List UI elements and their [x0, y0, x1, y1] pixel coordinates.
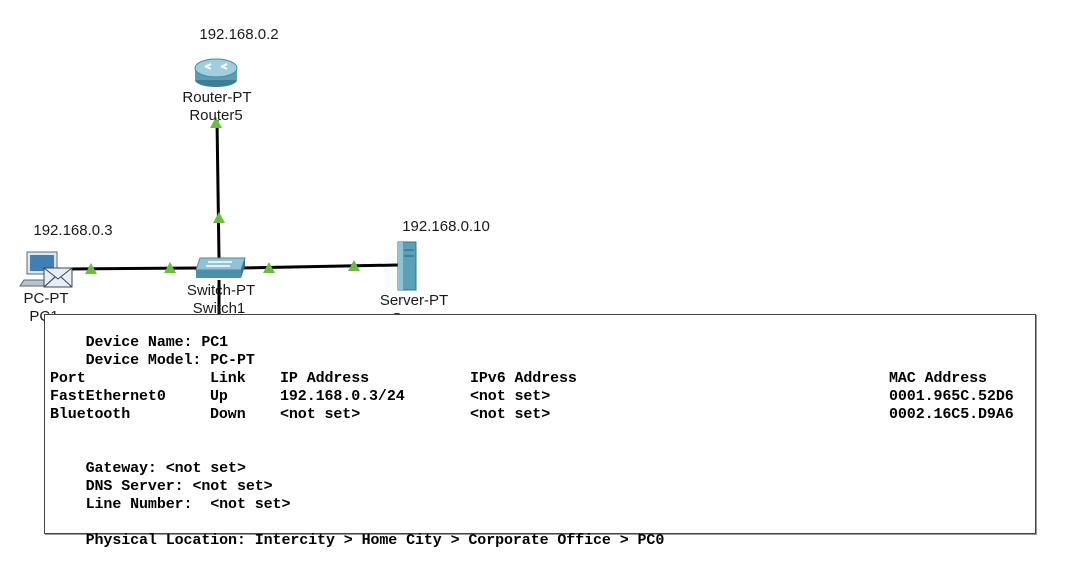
- header-ipv6: IPv6 Address: [470, 370, 577, 387]
- server-icon[interactable]: [397, 241, 417, 291]
- server-ip-label: 192.168.0.10: [402, 218, 490, 235]
- device-model-row: Device Model: PC-PT: [50, 334, 1030, 369]
- dns-label: DNS Server:: [85, 478, 184, 495]
- router-name-label: Router5: [189, 107, 243, 124]
- line-number-value: <not set>: [210, 496, 291, 513]
- header-link: Link: [210, 370, 246, 387]
- port-mac: 0001.965C.52D6: [889, 388, 1014, 405]
- port-row: Bluetooth Down <not set> <not set> 0002.…: [50, 406, 1030, 424]
- link-status-up-icon: [85, 263, 97, 274]
- server-type-label: Server-PT: [379, 292, 449, 309]
- pc-ip-label: 192.168.0.3: [33, 222, 113, 239]
- device-name-label: Device Name:: [85, 334, 193, 351]
- pc-type-label: PC-PT: [23, 290, 69, 307]
- gateway-value: <not set>: [165, 460, 246, 477]
- physical-location-label: Physical Location:: [85, 532, 246, 549]
- line-number-label: Line Number:: [85, 496, 193, 513]
- envelope-icon[interactable]: [43, 267, 73, 288]
- physical-location-value: Intercity > Home City > Corporate Office…: [254, 532, 665, 549]
- port-ip: 192.168.0.3/24: [280, 388, 405, 405]
- link-router-switch[interactable]: [215, 119, 221, 259]
- link-status-up-icon: [210, 117, 222, 128]
- link-status-up-icon: [348, 260, 360, 271]
- dns-value: <not set>: [192, 478, 273, 495]
- port-name: Bluetooth: [50, 406, 131, 423]
- switch-name-label: Switch1: [192, 300, 246, 317]
- port-link: Up: [210, 388, 228, 405]
- gateway-row: Gateway: <not set>: [50, 442, 1030, 477]
- port-name: FastEthernet0: [50, 388, 166, 405]
- header-ip: IP Address: [280, 370, 370, 387]
- port-mac: 0002.16C5.D9A6: [889, 406, 1014, 423]
- device-name-value: PC1: [201, 334, 229, 351]
- switch-icon[interactable]: [195, 257, 246, 278]
- router-icon[interactable]: [194, 58, 238, 87]
- link-status-up-icon: [164, 262, 176, 273]
- header-port: Port: [50, 370, 86, 387]
- line-number-row: Line Number: <not set>: [50, 478, 1030, 513]
- port-row: FastEthernet0 Up 192.168.0.3/24 <not set…: [50, 388, 1030, 406]
- device-model-label: Device Model:: [85, 352, 202, 369]
- router-type-label: Router-PT: [182, 89, 252, 106]
- header-mac: MAC Address: [889, 370, 987, 387]
- port-link: Down: [210, 406, 246, 423]
- link-status-up-icon: [213, 212, 225, 223]
- physical-location-row: Physical Location: Intercity > Home City…: [50, 514, 1030, 549]
- device-name-row: Device Name: PC1: [50, 316, 1030, 351]
- port-ip: <not set>: [280, 406, 361, 423]
- switch-type-label: Switch-PT: [186, 282, 256, 299]
- link-switch-server[interactable]: [239, 263, 399, 270]
- port-ipv6: <not set>: [470, 406, 551, 423]
- router-ip-label: 192.168.0.2: [199, 26, 279, 43]
- device-info-tooltip: Device Name: PC1 Device Model: PC-PT Por…: [44, 314, 1036, 549]
- link-pc-switch[interactable]: [65, 266, 201, 271]
- port-ipv6: <not set>: [470, 388, 551, 405]
- device-model-value: PC-PT: [210, 352, 255, 369]
- port-table-header: Port Link IP Address IPv6 Address MAC Ad…: [50, 370, 1030, 388]
- gateway-label: Gateway:: [85, 460, 157, 477]
- dns-row: DNS Server: <not set>: [50, 460, 1030, 495]
- link-status-up-icon: [263, 262, 275, 273]
